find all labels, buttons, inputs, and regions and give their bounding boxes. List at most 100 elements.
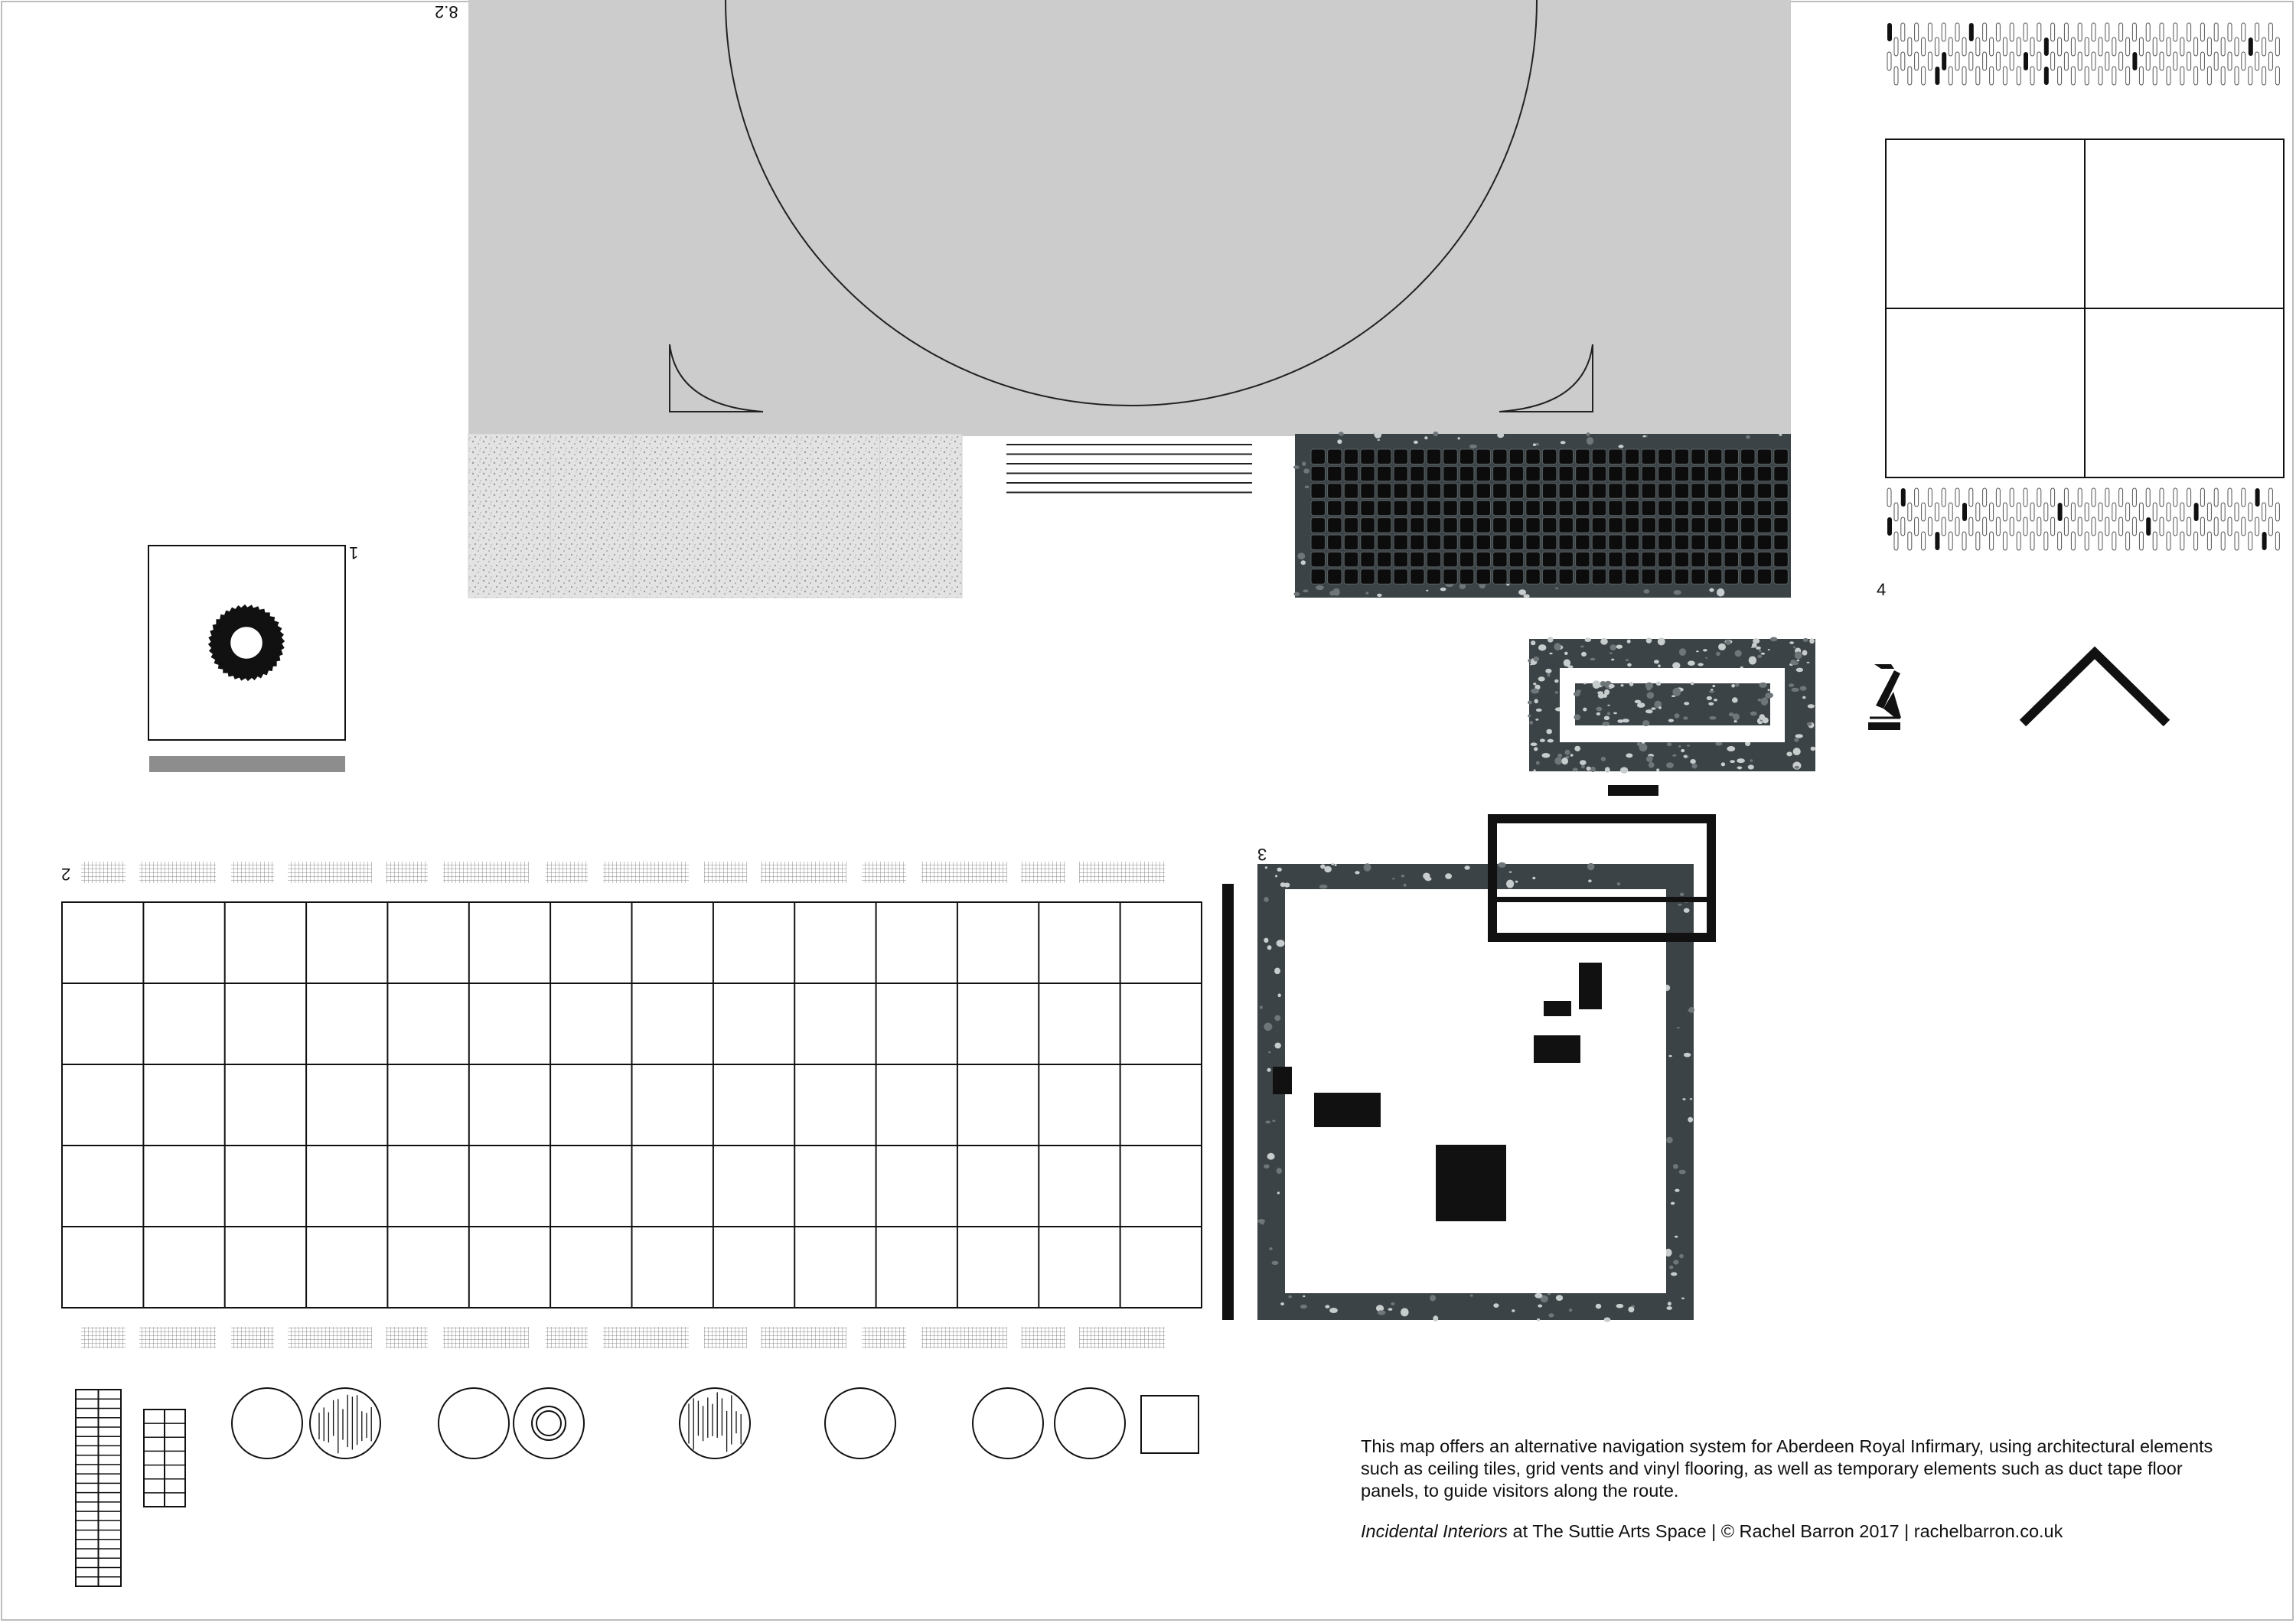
fleck (1293, 465, 1300, 469)
light-strip (2180, 502, 2185, 522)
fleck (1498, 862, 1506, 868)
light-strip (1948, 502, 1953, 522)
light-strip (1955, 517, 1960, 536)
light-strip (2091, 517, 2096, 536)
ceiling-tile (797, 433, 880, 598)
light-strip (2255, 488, 2260, 507)
fleck (1688, 1116, 1694, 1123)
fleck (1535, 761, 1540, 765)
hatch-strip (921, 1327, 1007, 1348)
grid-vent-cell (1393, 448, 1408, 464)
light-strip (2023, 487, 2028, 507)
light-strip (2037, 51, 2042, 71)
hatch-strip (139, 862, 216, 883)
fleck (1533, 656, 1540, 662)
fleck (1684, 702, 1690, 706)
grid-vent-cell (1476, 483, 1491, 499)
fleck (1303, 1295, 1306, 1298)
fleck (1759, 682, 1767, 688)
light-strip (2009, 517, 2014, 536)
fleck (1737, 766, 1743, 770)
grid-vent-cell (1575, 465, 1590, 482)
fleck (1334, 864, 1337, 866)
fleck (1757, 698, 1762, 702)
hatch-strip (862, 862, 906, 883)
fleck (1574, 714, 1581, 721)
fleck (1377, 439, 1381, 441)
grid-vent-cell (1658, 551, 1673, 568)
grid-vent-cell (1658, 465, 1673, 482)
fleck (1750, 759, 1753, 762)
fleck (1673, 1164, 1678, 1169)
textured-ceiling-tiles (468, 433, 963, 598)
light-strip (2234, 66, 2239, 86)
fleck (1464, 865, 1470, 870)
fleck (1597, 693, 1605, 699)
fleck (1668, 1054, 1672, 1058)
grid-vent-cell (1756, 569, 1773, 585)
light-strip (1927, 517, 1932, 536)
slot-flecks (1574, 680, 1773, 727)
grid-vent-cell (1575, 569, 1590, 585)
fleck (1303, 589, 1309, 593)
light-strip (2262, 532, 2267, 550)
light-strip (2206, 66, 2212, 86)
grid-vent-cell (1541, 517, 1557, 533)
grid-vent-cell (1641, 551, 1656, 568)
fleck (1679, 892, 1684, 897)
floor-interior (1285, 889, 1666, 1293)
light-strip (2173, 51, 2178, 71)
hatch-strip (546, 1327, 588, 1348)
grid-vent-cell (1608, 500, 1623, 517)
light-strip (1982, 487, 1988, 507)
fleck (1626, 753, 1633, 758)
fleck (1508, 871, 1512, 873)
grid-vent-cell (1756, 500, 1773, 517)
light-strip (2057, 37, 2063, 57)
diffuser-blades (207, 604, 285, 682)
fleck (1274, 1042, 1281, 1049)
light-strip (1914, 51, 1919, 71)
light-strip (2220, 502, 2226, 522)
fleck (1645, 682, 1653, 689)
hatch-strip (443, 1327, 529, 1348)
fleck (1272, 1119, 1276, 1123)
light-strip (1907, 66, 1913, 86)
light-strip (1893, 502, 1899, 522)
light-strip (2057, 531, 2063, 551)
fleck (1666, 1306, 1672, 1310)
grid-vent-cell (1558, 569, 1574, 585)
light-strip (2213, 517, 2219, 536)
fleck (1300, 560, 1306, 565)
grid-vent-cell (1624, 500, 1640, 517)
fleck (1374, 430, 1382, 438)
fleck (1673, 590, 1681, 595)
fleck (1401, 1308, 1409, 1317)
fleck (1277, 867, 1282, 872)
grid-vent-cell (1624, 448, 1640, 464)
fleck (1581, 764, 1585, 769)
grid-vent-cell (1393, 551, 1408, 568)
light-strip (2131, 487, 2137, 507)
light-strip (2105, 22, 2110, 42)
grid-vent-cell (1393, 534, 1408, 550)
fleck (1528, 714, 1531, 718)
light-strip (2187, 487, 2192, 507)
grid-vent-cell (1591, 569, 1607, 585)
light-strip (2200, 517, 2205, 536)
light-strip (2159, 51, 2164, 71)
blade-shape (255, 635, 285, 663)
grid-vent-cell (1492, 448, 1508, 464)
grid-vent-cell (1476, 500, 1491, 517)
grid-vent-cell (1756, 517, 1773, 533)
grid-vent-cell (1508, 517, 1525, 533)
fleck (1682, 1098, 1686, 1100)
fleck (1789, 641, 1795, 644)
grid-vent-cell (1426, 534, 1442, 550)
light-strip (1914, 517, 1919, 536)
hatch-strip (704, 1327, 747, 1348)
fleck (1809, 638, 1815, 644)
fleck (1535, 719, 1539, 721)
light-strip (1934, 502, 1939, 522)
venue-credit: at The Suttie Arts Space | © Rachel Barr… (1508, 1521, 2063, 1541)
